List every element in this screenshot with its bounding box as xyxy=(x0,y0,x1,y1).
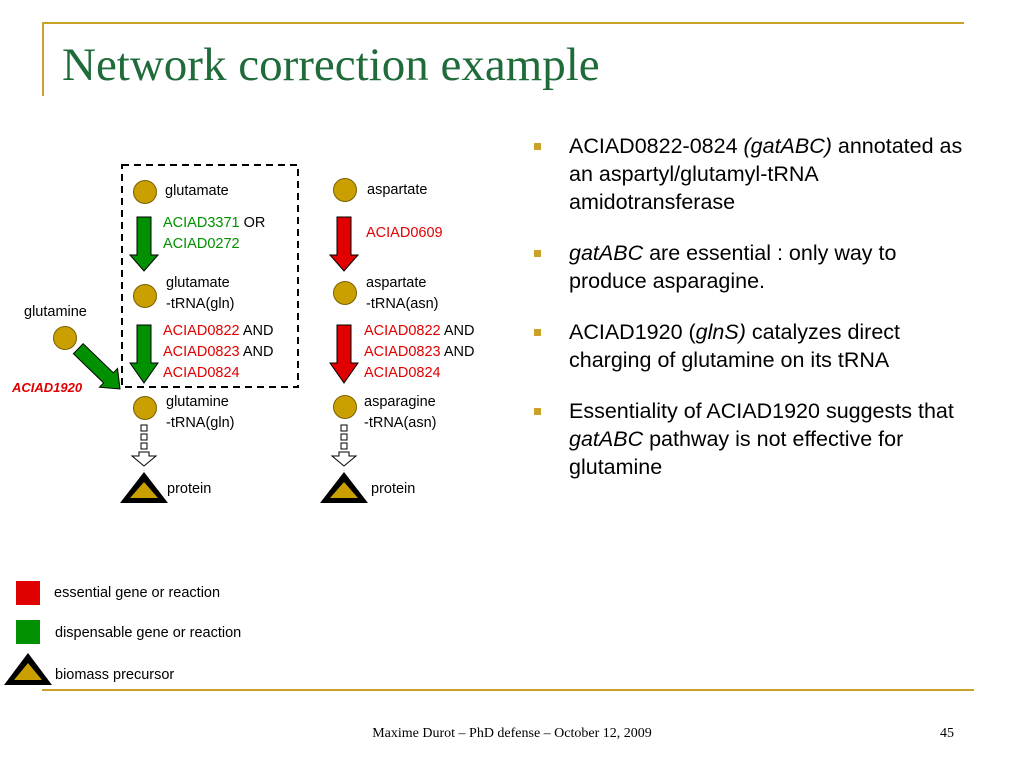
gene-aciad0823-left: ACIAD0823 xyxy=(163,344,240,360)
node-asparagine-trna xyxy=(333,395,357,419)
label-genes-gatabc-left: ACIAD0822 AND ACIAD0823 AND ACIAD0824 xyxy=(163,321,273,384)
node-glutamate-trna xyxy=(133,284,157,308)
protein-triangle-left xyxy=(120,472,168,503)
label-glutamine-trna-line1: glutamine xyxy=(166,394,229,410)
label-glutamine-trna-line2: -tRNA(gln) xyxy=(166,415,235,431)
label-protein-left: protein xyxy=(167,481,212,497)
bullet-item: ACIAD0822-0824 (gatABC) annotated as an … xyxy=(532,132,972,216)
label-asparagine-trna-line1: asparagine xyxy=(364,394,436,410)
bullet-marker-icon xyxy=(534,408,541,415)
label-glutamate: glutamate xyxy=(165,183,229,199)
bullet-text: are essential : only way to produce aspa… xyxy=(569,241,897,293)
protein-triangle-right xyxy=(320,472,368,503)
gene-aciad0822-left: ACIAD0822 xyxy=(163,323,240,339)
gene-aciad0272: ACIAD0272 xyxy=(163,236,240,252)
label-aspartate: aspartate xyxy=(367,182,428,198)
slide-title: Network correction example xyxy=(62,39,600,91)
legend-essential-label: essential gene or reaction xyxy=(54,585,221,601)
label-aspartate-trna-line1: aspartate xyxy=(366,275,427,291)
page-number: 45 xyxy=(940,726,954,741)
title-frame-horizontal xyxy=(42,22,964,24)
bullet-marker-icon xyxy=(534,143,541,150)
label-glutamate-trna-line1: glutamate xyxy=(166,275,230,291)
bullet-item: gatABC are essential : only way to produ… xyxy=(532,239,972,295)
essential-arrow-aspartate xyxy=(328,216,360,272)
bullet-text: catalyzes direct charging of glutamine o… xyxy=(569,320,901,372)
bullet-item: ACIAD1920 (glnS) catalyzes direct chargi… xyxy=(532,318,972,374)
legend-biomass-label: biomass precursor xyxy=(55,667,175,683)
legend-dispensable-label: dispensable gene or reaction xyxy=(55,625,242,641)
node-glutamine xyxy=(53,326,77,350)
dispensable-arrow-gatabc-gln xyxy=(129,324,159,384)
node-glutamine-trna xyxy=(133,396,157,420)
gene-aciad0822-right: ACIAD0822 xyxy=(364,323,441,339)
bullet-text: annotated as an aspartyl/glutamyl-tRNA a… xyxy=(569,134,963,214)
bullet-text: ACIAD0822-0824 xyxy=(569,134,744,158)
title-frame-vertical xyxy=(42,22,44,96)
and-label: AND xyxy=(242,323,274,339)
bullet-marker-icon xyxy=(534,250,541,257)
bullet-emphasis: (gatABC) xyxy=(743,134,832,158)
gene-or-label: OR xyxy=(243,215,266,231)
gene-aciad0609: ACIAD0609 xyxy=(366,225,443,241)
gene-aciad1920: ACIAD1920 xyxy=(12,380,83,395)
label-glutamate-trna: glutamate -tRNA(gln) xyxy=(166,273,234,315)
dotted-connector-left xyxy=(130,424,158,467)
dispensable-arrow-aciad1920 xyxy=(72,342,121,390)
gene-aciad0824-left: ACIAD0824 xyxy=(163,365,240,381)
label-asparagine-trna-line2: -tRNA(asn) xyxy=(364,415,437,431)
and-label: AND xyxy=(242,344,274,360)
label-glutamine-trna: glutamine -tRNA(gln) xyxy=(166,392,234,434)
bullet-emphasis: gatABC xyxy=(569,427,644,451)
label-glutamine: glutamine xyxy=(24,304,87,320)
label-protein-right: protein xyxy=(371,481,416,497)
label-asparagine-trna: asparagine -tRNA(asn) xyxy=(364,392,437,434)
label-aspartate-trna: aspartate -tRNA(asn) xyxy=(366,273,439,315)
node-aspartate xyxy=(333,178,357,202)
gene-aciad3371: ACIAD3371 xyxy=(163,215,240,231)
node-aspartate-trna xyxy=(333,281,357,305)
node-glutamate xyxy=(133,180,157,204)
legend-essential-swatch xyxy=(16,581,40,605)
dispensable-arrow-glutamate xyxy=(128,216,160,272)
bullet-list: ACIAD0822-0824 (gatABC) annotated as an … xyxy=(532,132,972,504)
essential-arrow-gatabc-asn xyxy=(329,324,359,384)
and-label: AND xyxy=(443,344,475,360)
legend-dispensable-swatch xyxy=(16,620,40,644)
bullet-item: Essentiality of ACIAD1920 suggests that … xyxy=(532,397,972,481)
bullet-emphasis: gatABC xyxy=(569,241,644,265)
gene-aciad0823-right: ACIAD0823 xyxy=(364,344,441,360)
bullet-marker-icon xyxy=(534,329,541,336)
bullet-text: pathway is not effective for glutamine xyxy=(569,427,904,479)
label-genes-glutamate: ACIAD3371 OR ACIAD0272 xyxy=(163,213,265,255)
label-aspartate-trna-line2: -tRNA(asn) xyxy=(366,296,439,312)
bullet-emphasis: glnS) xyxy=(695,320,746,344)
bullet-text: Essentiality of ACIAD1920 suggests that xyxy=(569,399,954,423)
gatabc-dashed-box xyxy=(121,164,299,388)
label-genes-gatabc-right: ACIAD0822 AND ACIAD0823 AND ACIAD0824 xyxy=(364,321,474,384)
gene-aciad0824-right: ACIAD0824 xyxy=(364,365,441,381)
bullet-text: ACIAD1920 ( xyxy=(569,320,696,344)
dotted-connector-right xyxy=(330,424,358,467)
label-glutamate-trna-line2: -tRNA(gln) xyxy=(166,296,235,312)
footer-text: Maxime Durot – PhD defense – October 12,… xyxy=(372,726,652,741)
legend-biomass-triangle xyxy=(4,653,52,685)
and-label: AND xyxy=(443,323,475,339)
footer-rule xyxy=(42,689,974,691)
